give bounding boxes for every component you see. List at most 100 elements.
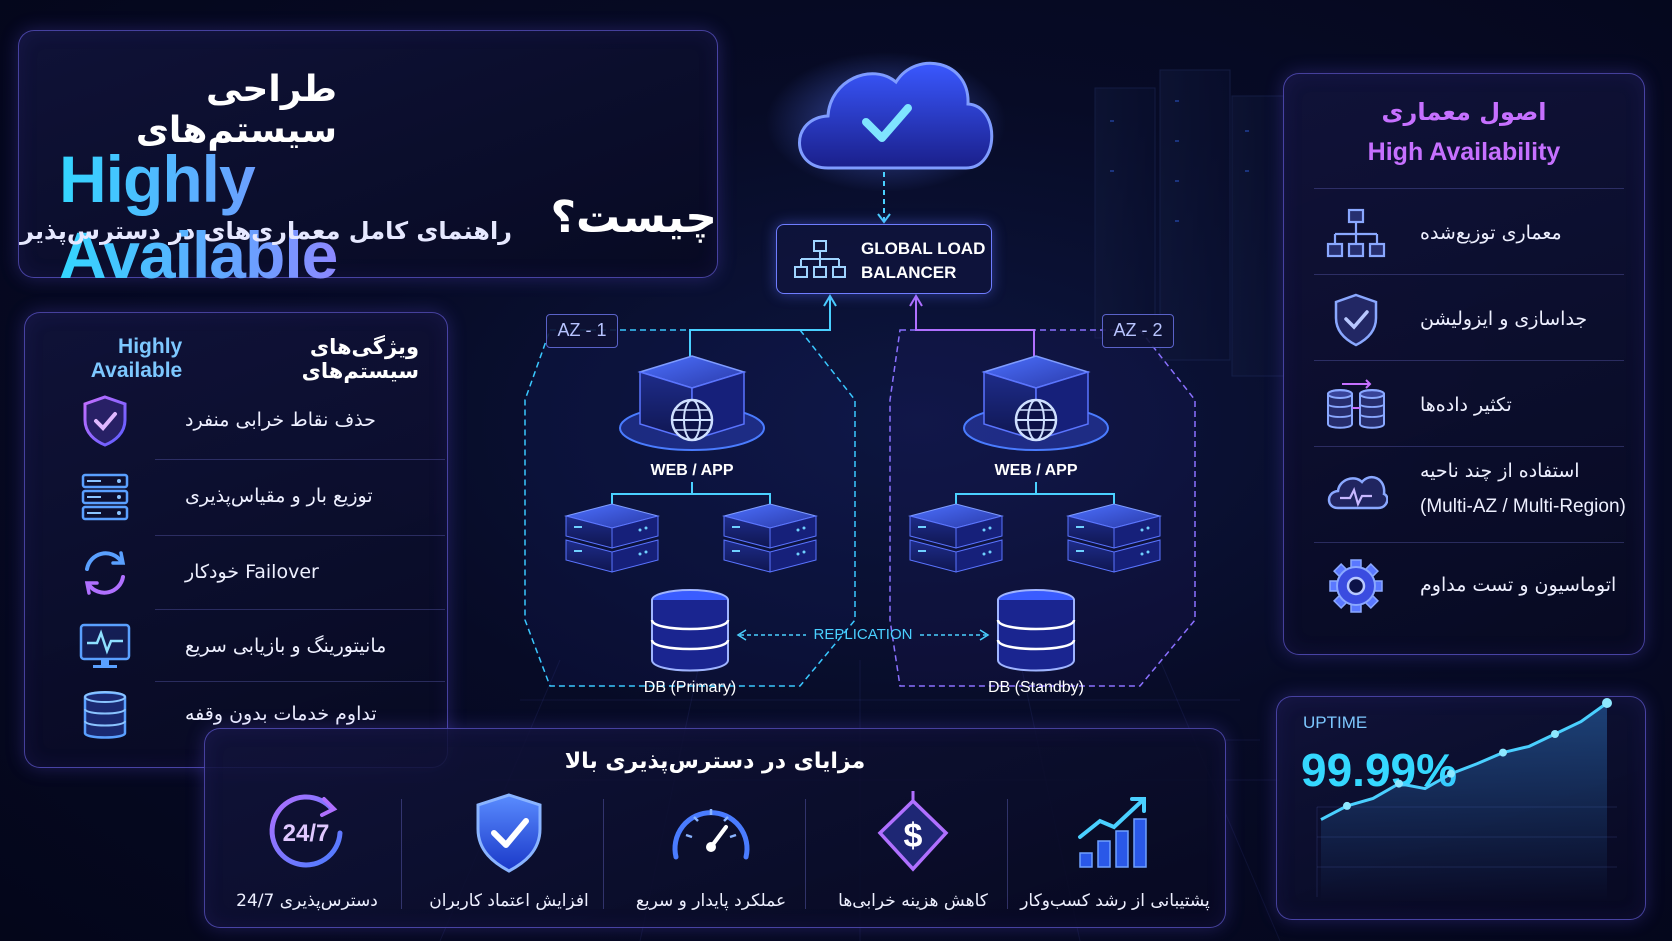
- principle-item: معماری توزیع‌شده: [1302, 192, 1632, 278]
- principle-label: جداسازی و ایزولیشن: [1420, 308, 1588, 330]
- benefit-label: دسترس‌پذیری 24/7: [236, 891, 378, 911]
- speedometer-icon: [672, 809, 750, 860]
- network-hierarchy-icon: [794, 240, 846, 278]
- principle-label: تکثیر داده‌ها: [1420, 394, 1512, 416]
- db-standby-label: DB (Standby): [987, 679, 1085, 696]
- feature-item: توزیع بار و مقیاس‌پذیری: [55, 461, 435, 531]
- uptime-label: UPTIME: [1303, 713, 1368, 732]
- replication-label: REPLICATION: [813, 626, 913, 643]
- svg-text:$: $: [904, 817, 923, 855]
- benefit-item: عملکرد پایدار و سریع: [611, 791, 811, 921]
- feature-item: مانیتورینگ و بازیابی سریع: [55, 611, 435, 681]
- web1-label: WEB / APP: [650, 462, 734, 479]
- features-header: ویژگی‌های سیستم‌های Highly Available: [25, 335, 419, 383]
- uptime-point: [1447, 769, 1455, 778]
- web2-to-apps-line: [955, 482, 1115, 510]
- feature-item: Failover خودکار: [55, 537, 435, 607]
- benefit-label: افزایش اعتماد کاربران: [429, 891, 589, 911]
- uptime-point: [1343, 801, 1351, 810]
- benefits-title: مزایای در دسترس‌پذیری بالا: [564, 749, 866, 774]
- title-panel: طراحی سیستم‌های Highly Available چیست؟ ر…: [18, 30, 718, 292]
- feature-label: توزیع بار و مقیاس‌پذیری: [185, 485, 373, 507]
- database-primary: [650, 589, 730, 672]
- app-server: [564, 503, 660, 573]
- glb-to-web2-line: [915, 298, 1035, 360]
- web2-label: WEB / APP: [994, 462, 1078, 479]
- benefit-label: عملکرد پایدار و سریع: [635, 891, 787, 911]
- shield-check-icon: [476, 793, 542, 873]
- features-header-fa: ویژگی‌های سیستم‌های: [301, 335, 419, 383]
- benefit-item: افزایش اعتماد کاربران: [409, 791, 609, 921]
- glb-to-web1-line: [689, 298, 831, 360]
- global-load-balancer: GLOBAL LOAD BALANCER: [776, 224, 992, 294]
- principle-label: اتوماسیون و تست مداوم: [1420, 574, 1617, 596]
- divider: [155, 459, 445, 460]
- benefit-item: $ کاهش هزینه خرابی‌ها: [813, 791, 1013, 921]
- subtitle: راهنمای کامل معماری‌های در دسترس‌پذیر: [20, 217, 512, 245]
- benefit-label: کاهش هزینه خرابی‌ها: [838, 891, 988, 911]
- features-header-latin: Highly Available: [90, 335, 183, 382]
- az1-tag: AZ - 1: [546, 314, 618, 348]
- benefit-label: پشتیبانی از رشد کسب‌وکار: [1020, 891, 1210, 911]
- divider: [1314, 360, 1624, 361]
- feature-label: تداوم خدمات بدون وقفه: [185, 703, 377, 725]
- web1-to-apps-line: [611, 482, 771, 510]
- app-server: [723, 503, 817, 573]
- database-sync-icon: [1327, 379, 1385, 429]
- web-server-1: [619, 355, 765, 451]
- principle-label: استفاده از چند ناحیه: [1420, 460, 1580, 482]
- benefit-item: 24/7 دسترس‌پذیری 24/7: [207, 791, 407, 921]
- app-server: [1067, 503, 1161, 573]
- divider: [805, 799, 806, 909]
- benefits-panel: مزایای در دسترس‌پذیری بالا 24/7 دسترس‌پذ…: [204, 728, 1226, 928]
- uptime-area: [1321, 703, 1607, 902]
- db-primary-label: DB (Primary): [643, 679, 737, 696]
- uptime-point: [1551, 730, 1559, 738]
- uptime-point: [1602, 698, 1612, 708]
- web-server-2: [963, 355, 1109, 451]
- principles-panel: اصول معماری High Availability معماری توز…: [1283, 73, 1645, 655]
- benefit-item: پشتیبانی از رشد کسب‌وکار: [1015, 791, 1215, 921]
- uptime-panel: UPTIME 99.99%: [1276, 696, 1646, 920]
- title-line-1: طراحی سیستم‌های: [135, 69, 337, 151]
- feature-item: تداوم خدمات بدون وقفه: [55, 679, 435, 749]
- shield-check-icon: [1334, 293, 1378, 347]
- principle-item: تکثیر داده‌ها: [1302, 364, 1632, 450]
- server-racks-decoration: [1094, 69, 1285, 377]
- divider: [1314, 188, 1624, 189]
- principles-title-fa: اصول معماری: [1381, 98, 1547, 126]
- feature-item: حذف نقاط خرابی منفرد: [55, 385, 435, 455]
- principle-sublabel: (Multi-AZ / Multi-Region): [1420, 496, 1626, 517]
- divider: [1314, 542, 1624, 543]
- database-icon: [83, 691, 127, 739]
- uptime-point: [1499, 748, 1507, 757]
- database-standby: [996, 589, 1076, 672]
- principle-item: اتوماسیون و تست مداوم: [1302, 544, 1632, 630]
- network-hierarchy-icon: [1326, 208, 1386, 258]
- gear-icon: [1329, 559, 1383, 613]
- server-rack-icon: [81, 473, 129, 521]
- dollar-down-icon: $: [877, 791, 949, 872]
- feature-label: حذف نقاط خرابی منفرد: [185, 409, 376, 431]
- clock-247-icon: 24/7: [269, 794, 343, 868]
- principle-item: جداسازی و ایزولیشن: [1302, 278, 1632, 364]
- uptime-line: [1320, 701, 1608, 821]
- divider: [1314, 274, 1624, 275]
- uptime-trend-chart: [1316, 698, 1617, 902]
- growth-chart-icon: [1078, 797, 1147, 868]
- divider: [155, 535, 445, 536]
- clock-247-text: 24/7: [283, 820, 330, 847]
- cloud-pulse-icon: [1327, 475, 1388, 510]
- glb-label: GLOBAL LOAD BALANCER: [861, 239, 986, 282]
- title-question: چیست؟: [550, 191, 717, 243]
- az2-zone: [889, 329, 1196, 687]
- divider: [603, 799, 604, 909]
- divider: [1314, 446, 1624, 447]
- feature-label: مانیتورینگ و بازیابی سریع: [185, 635, 387, 657]
- divider: [155, 609, 445, 610]
- title-line-2: Highly Available چیست؟: [59, 141, 717, 293]
- az1-zone: [524, 329, 856, 687]
- principle-label: معماری توزیع‌شده: [1420, 222, 1562, 244]
